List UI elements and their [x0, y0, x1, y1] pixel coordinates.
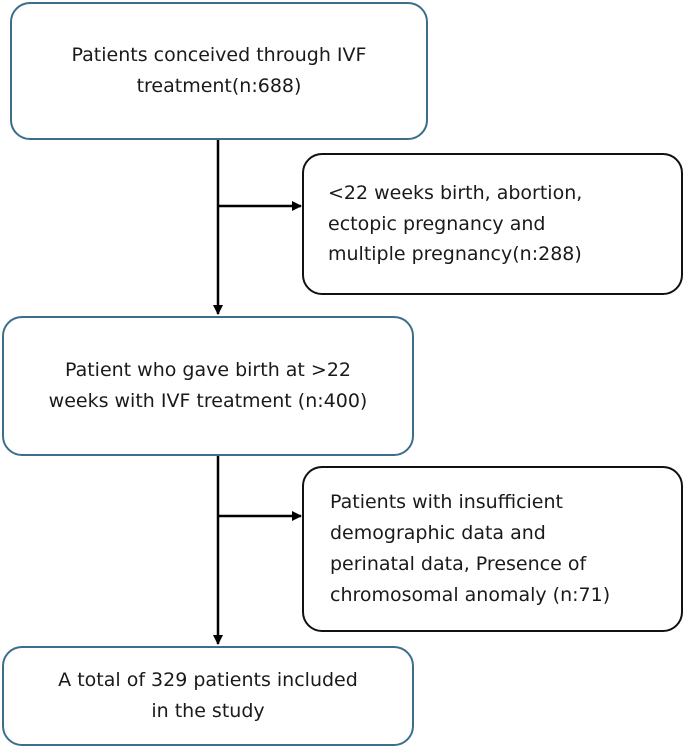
- step-ivf-patients-box: Patients conceived through IVF treatment…: [10, 2, 428, 140]
- step-birth-over-22-weeks-text: Patient who gave birth at >22 weeks with…: [48, 359, 368, 412]
- exclusion-early-loss-text: <22 weeks birth, abortion, ectopic pregn…: [328, 181, 583, 266]
- step-included-patients-text: A total of 329 patients included in the …: [58, 669, 358, 722]
- step-ivf-patients-text: Patients conceived through IVF treatment…: [71, 44, 367, 97]
- exclusion-early-loss-box: <22 weeks birth, abortion, ectopic pregn…: [302, 153, 683, 295]
- exclusion-insufficient-data-box: Patients with insufficient demographic d…: [302, 466, 683, 632]
- step-included-patients-box: A total of 329 patients included in the …: [2, 646, 414, 746]
- step-birth-over-22-weeks-box: Patient who gave birth at >22 weeks with…: [2, 316, 414, 456]
- exclusion-insufficient-data-text: Patients with insufficient demographic d…: [330, 491, 611, 606]
